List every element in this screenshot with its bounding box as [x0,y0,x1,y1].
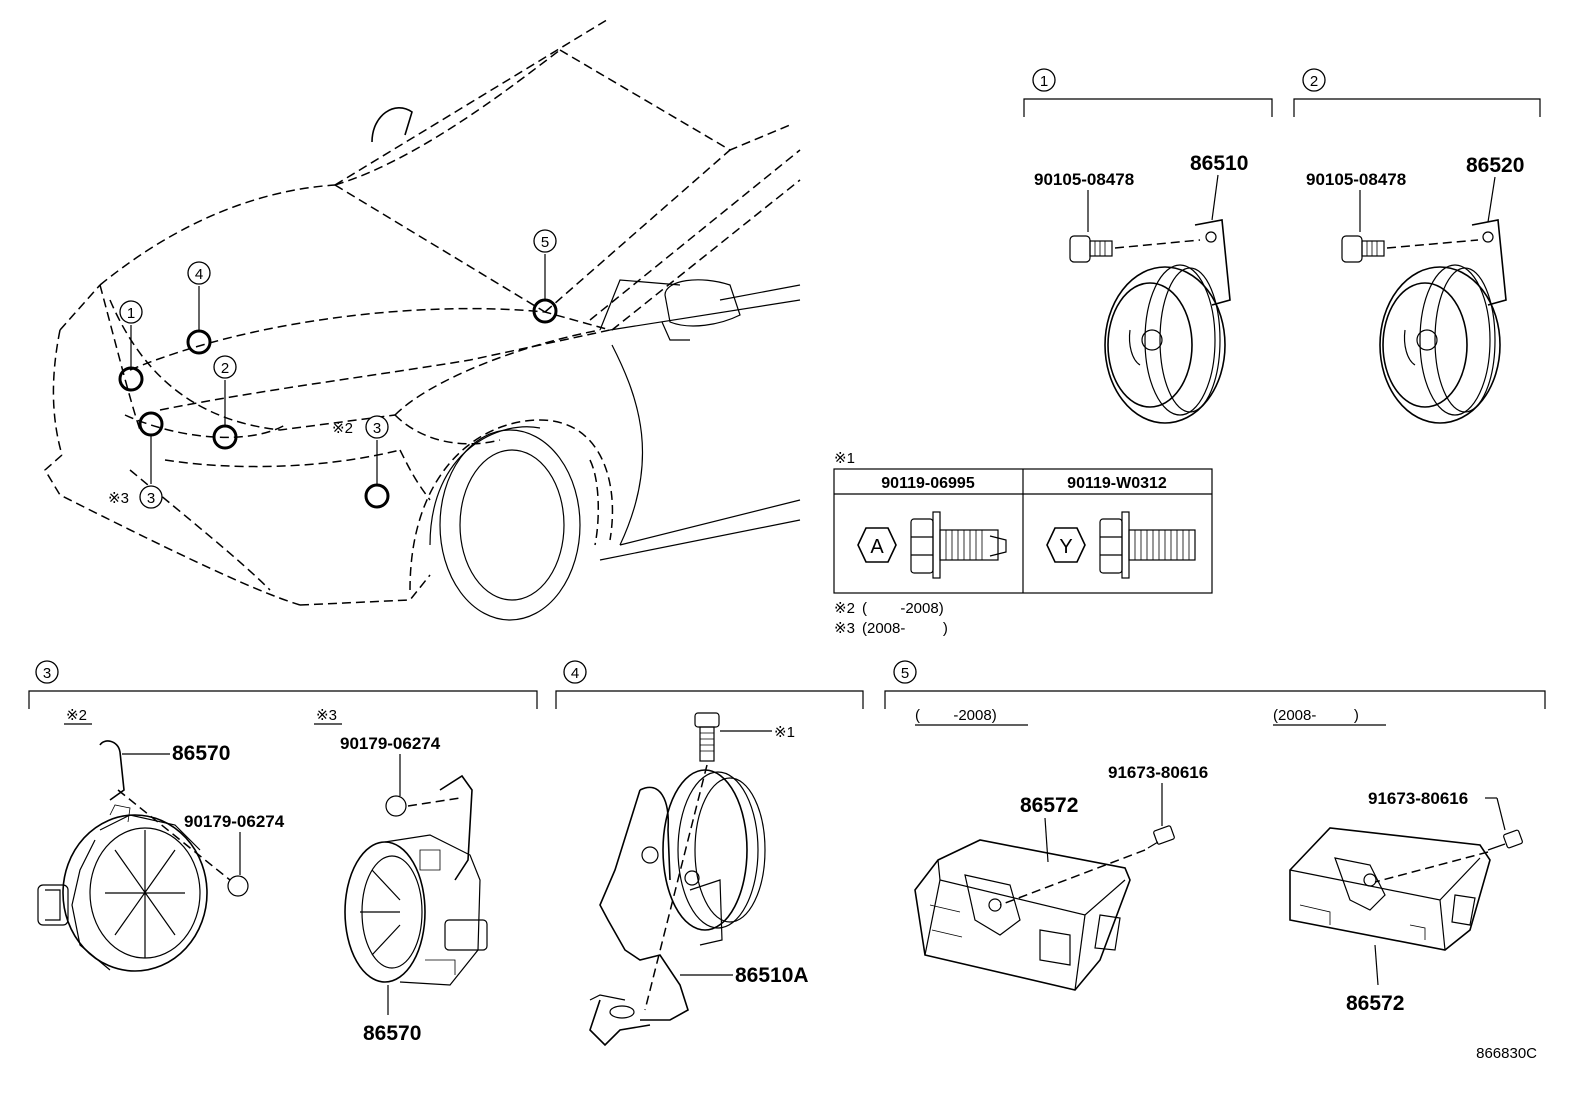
fastener-2-head-letter: Y [1059,536,1072,558]
fastener-1-hex-head [857,527,897,563]
car-front-view [44,17,801,621]
group-5-left-bolt-part: 91673-80616 [1108,763,1208,782]
group-4-label: 4 [571,665,579,682]
group-1-label: 1 [1040,73,1048,90]
group-5: 5 ( -2008) (2008- ) 86572 91673-80616 [884,660,1546,1015]
group-3-right-bolt-part: 90179-06274 [340,734,441,753]
group-4-bolt-note: ※1 [774,724,795,741]
group-5-left-bolt [1147,825,1175,849]
group-2-horn [1379,219,1507,424]
group-2: 2 90105-08478 86520 [1293,68,1541,424]
location-5-label: 5 [541,234,549,251]
group-1-horn-part: 86510 [1190,152,1248,175]
group-5-label: 5 [901,665,909,682]
location-3-left-note: ※3 [108,490,129,507]
location-4-marker[interactable] [186,329,212,355]
group-2-label: 2 [1310,73,1318,90]
location-3-right-label: 3 [373,420,381,437]
group-1: 1 90105-08478 86510 [1023,68,1273,424]
location-4-label: 4 [195,266,203,283]
group-5-left-range: ( -2008) [915,707,997,724]
group-4: 4 ※1 86510A [555,660,864,1047]
group-1-bolt [1069,235,1113,263]
fastener-2-hex-head [1046,527,1086,563]
note-2-mark: ※2 [834,600,855,617]
group-4-bolt [694,712,720,762]
group-3-right-note: ※3 [316,707,337,724]
group-2-bolt [1341,235,1385,263]
fastener-col-2-part: 90119-W0312 [1067,475,1167,492]
location-3-right-marker[interactable] [364,483,390,509]
group-3: 3 ※2 ※3 86570 90179-06274 90179-06274 [28,660,538,1045]
fastener-col-1-part: 90119-06995 [881,475,975,492]
group-1-horn [1104,219,1231,424]
group-3-left-siren-part: 86570 [172,742,230,765]
group-5-left-module-part: 86572 [1020,794,1078,817]
group-5-right-module [1289,827,1491,951]
notes: ※2 ( -2008) ※3 (2008- ) [834,600,948,637]
location-1-label: 1 [127,305,135,322]
group-3-left-siren [37,740,249,972]
group-3-right-siren-part: 86570 [363,1022,421,1045]
group-3-left-note: ※2 [66,707,87,724]
group-3-right-siren [344,774,488,986]
note-3-mark: ※3 [834,620,855,637]
group-2-bolt-part: 90105-08478 [1306,170,1406,189]
group-4-horn-part: 86510A [735,964,809,987]
location-markers: 1 4 2 5 3 ※2 3 ※3 [108,229,558,509]
group-4-horn [589,769,766,1047]
fastener-1-head-letter: A [870,536,884,558]
group-1-bolt-part: 90105-08478 [1034,170,1134,189]
location-2-label: 2 [221,360,229,377]
group-5-right-bolt [1487,829,1523,851]
group-5-right-module-part: 86572 [1346,992,1404,1015]
figure-code: 866830C [1476,1045,1537,1062]
group-5-right-bolt-part: 91673-80616 [1368,789,1468,808]
group-3-label: 3 [43,665,51,682]
group-3-left-bolt-part: 90179-06274 [184,812,285,831]
fastener-table: ※1 90119-06995 90119-W0312 A Y [833,450,1213,594]
location-1-marker[interactable] [118,366,144,392]
group-5-right-range: (2008- ) [1273,707,1359,724]
location-3-left-marker[interactable] [138,411,164,437]
fastener-table-mark: ※1 [834,450,855,467]
note-3-text: (2008- ) [862,620,948,637]
note-2-text: ( -2008) [862,600,944,617]
group-5-left-module [914,839,1131,991]
location-3-right-note: ※2 [332,420,353,437]
group-2-horn-part: 86520 [1466,154,1524,177]
location-3-left-label: 3 [147,490,155,507]
